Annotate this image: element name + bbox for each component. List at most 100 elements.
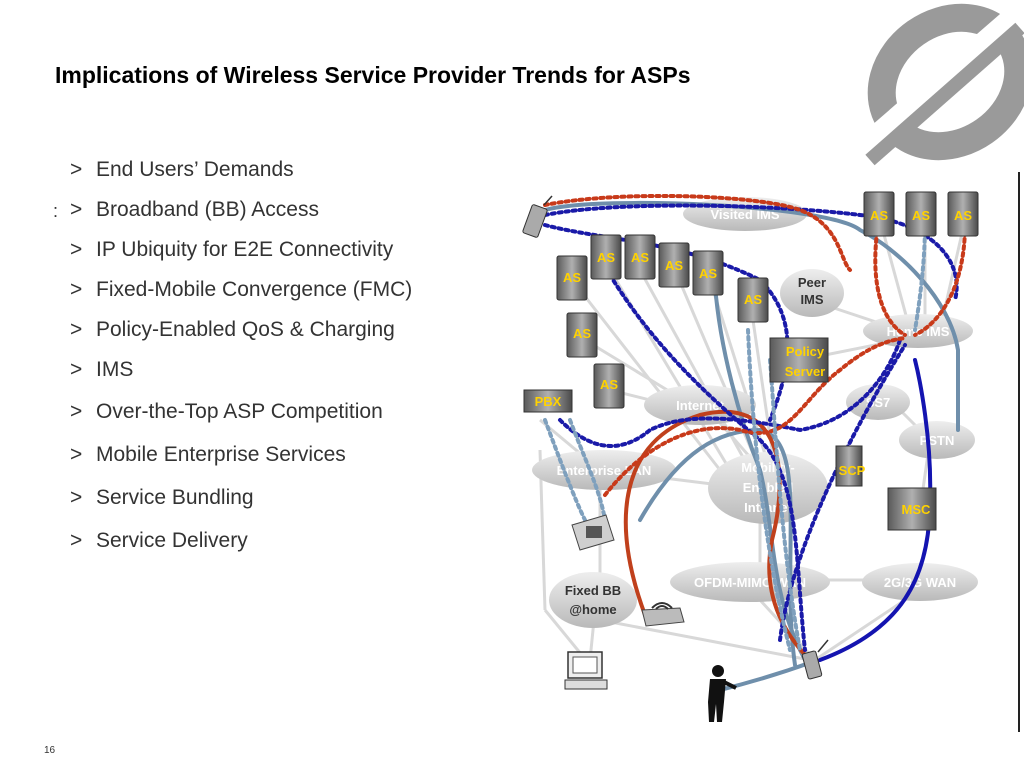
bullet-item: > Over-the-Top ASP Competition [70, 400, 383, 424]
light-blue-dotted-path [543, 418, 587, 522]
user-figure-icon [708, 665, 737, 722]
bullet-marker: > [70, 238, 83, 261]
server-label: AS [870, 208, 888, 223]
bullet-text: IMS [96, 358, 134, 381]
bullet-text: Broadband (BB) Access [96, 198, 319, 221]
company-logo [852, 3, 1024, 166]
cloud-ofdm-wan: OFDM-MIMO WAN [670, 562, 830, 602]
scp-server: SCP [835, 445, 866, 487]
server-label: PBX [535, 394, 562, 409]
blue-dotted-path [558, 338, 902, 448]
stray-mark: : [53, 201, 59, 221]
server-label: Server [785, 364, 825, 379]
cloud-peer-ims: Peer IMS [780, 269, 844, 317]
red-dotted-path [873, 223, 907, 337]
bullet-item: > Broadband (BB) Access [70, 198, 319, 222]
as-server: AS [590, 234, 622, 280]
cloud-label: 2G/3G WAN [884, 575, 956, 590]
page-number: 16 [44, 745, 56, 756]
bullet-text: Over-the-Top ASP Competition [96, 400, 383, 423]
cloud-label: IMS [800, 292, 823, 307]
computer-icon [564, 651, 608, 690]
server-label: AS [631, 250, 649, 265]
as-server: AS [658, 242, 690, 288]
slide-title: Implications of Wireless Service Provide… [55, 62, 691, 88]
blue-dotted-path [778, 343, 907, 642]
bullet-text: End Users’ Demands [96, 158, 294, 181]
cloud-label: Internet [676, 398, 724, 413]
cloud-label: Enterprise LAN [557, 463, 652, 478]
bullet-marker: > [70, 278, 83, 301]
right-edge-rule [1018, 172, 1020, 732]
light-blue-dotted-path [568, 418, 607, 522]
server-label: AS [597, 250, 615, 265]
as-server: AS [556, 255, 588, 301]
as-server: AS [947, 191, 979, 237]
bullet-marker: > [70, 400, 83, 423]
server-label: AS [954, 208, 972, 223]
bullet-marker: > [70, 529, 83, 552]
server-label: AS [744, 292, 762, 307]
msc-server: MSC [887, 487, 937, 531]
server-label: MSC [902, 502, 932, 517]
as-server: AS [566, 312, 598, 358]
server-label: AS [563, 270, 581, 285]
bullet-text: IP Ubiquity for E2E Connectivity [96, 238, 394, 261]
as-server: AS [863, 191, 895, 237]
bullet-item: > IMS [70, 358, 133, 382]
bullet-item: > Service Bundling [70, 486, 254, 510]
bullet-item: > Mobile Enterprise Services [70, 443, 346, 467]
red-dotted-path [543, 193, 852, 272]
cloud-ss7: SS7 [846, 384, 910, 420]
bullet-marker: > [70, 318, 83, 341]
server-label: AS [573, 326, 591, 341]
mobile-phone-icon [522, 195, 553, 238]
bullet-item: > End Users’ Demands [70, 158, 294, 182]
light-blue-dotted-path [768, 358, 802, 652]
wifi-router-icon [641, 602, 685, 627]
as-server: AS [737, 277, 769, 323]
cloud-visited-ims: Visited IMS [683, 197, 807, 231]
policy-server: Policy Server [769, 337, 829, 383]
cloud-label: Peer [798, 275, 826, 290]
bullet-item: > Service Delivery [70, 529, 248, 553]
cloud-enterprise-lan: Enterprise LAN [532, 450, 676, 490]
bullet-marker: > [70, 486, 83, 509]
steel-path [543, 200, 960, 432]
bullet-text: Mobile Enterprise Services [96, 443, 346, 466]
bullet-text: Fixed-Mobile Convergence (FMC) [96, 278, 413, 301]
bullet-text: Service Bundling [96, 486, 254, 509]
cloud-label: @home [569, 602, 616, 617]
as-server: AS [593, 363, 625, 409]
pbx-box: PBX [523, 389, 573, 413]
red-dotted-path [913, 223, 967, 337]
handset-icon [801, 639, 829, 680]
light-blue-dotted-path [746, 328, 792, 652]
as-server: AS [624, 234, 656, 280]
server-label: SCP [839, 463, 866, 478]
server-label: Policy [786, 344, 825, 359]
cloud-2g3g-wan: 2G/3G WAN [862, 563, 978, 601]
background-links [538, 219, 967, 666]
cloud-label: PSTN [920, 433, 955, 448]
server-label: AS [665, 258, 683, 273]
bullet-text: Service Delivery [96, 529, 248, 552]
bullet-item: > Fixed-Mobile Convergence (FMC) [70, 278, 412, 302]
bullet-marker: > [70, 158, 83, 181]
blue-dotted-path [543, 203, 959, 302]
as-server: AS [905, 191, 937, 237]
bullet-text: Policy-Enabled QoS & Charging [96, 318, 395, 341]
bullet-marker: > [70, 198, 83, 221]
as-server: AS [692, 250, 724, 296]
cloud-fixed-bb: Fixed BB @home [549, 572, 637, 628]
server-label: AS [699, 266, 717, 281]
desk-phone-icon [571, 514, 615, 551]
bullet-item: > IP Ubiquity for E2E Connectivity [70, 238, 393, 262]
bullet-marker: > [70, 443, 83, 466]
server-label: AS [912, 208, 930, 223]
server-label: AS [600, 377, 618, 392]
bullet-marker: > [70, 358, 83, 381]
bullet-item: > Policy-Enabled QoS & Charging [70, 318, 395, 342]
cloud-pstn: PSTN [899, 421, 975, 459]
